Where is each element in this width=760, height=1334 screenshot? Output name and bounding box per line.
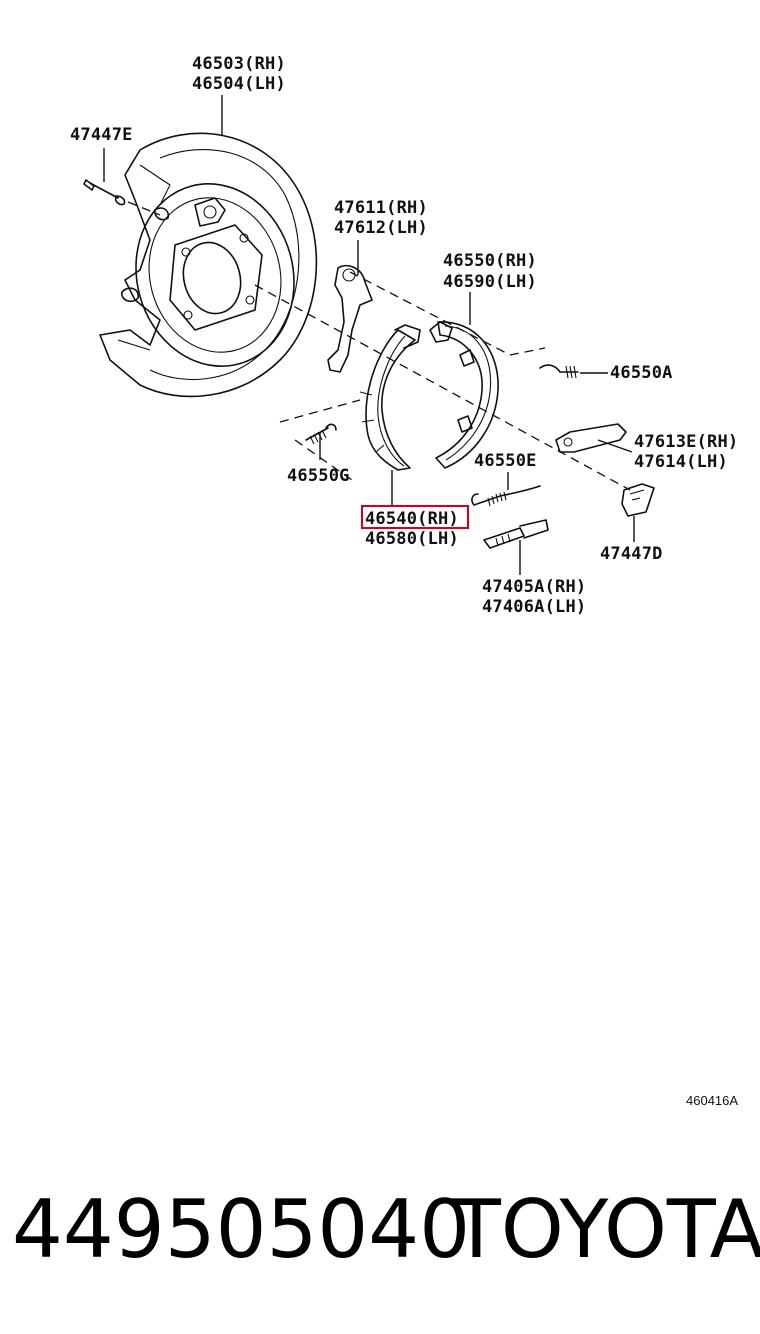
label-47447E: 47447E bbox=[70, 125, 133, 145]
spring-46550G bbox=[305, 423, 337, 445]
label-46580: 46580(LH) bbox=[365, 529, 459, 549]
label-47613E: 47613E(RH) bbox=[634, 432, 738, 452]
strut-47613E bbox=[555, 423, 627, 453]
adjuster-47405A bbox=[483, 519, 549, 549]
part-number: 449505040 bbox=[12, 1183, 471, 1276]
label-46550: 46550(RH) bbox=[443, 251, 537, 271]
highlight-box bbox=[361, 505, 469, 529]
leader-lines bbox=[103, 95, 635, 575]
bolt-47447E bbox=[83, 179, 126, 206]
spring-46550E bbox=[471, 485, 541, 507]
brand-name: TOYOTA bbox=[452, 1183, 760, 1276]
label-47614: 47614(LH) bbox=[634, 452, 728, 472]
label-46550G: 46550G bbox=[287, 466, 350, 486]
front-brake-shoe bbox=[429, 321, 499, 469]
clip-47447D bbox=[621, 483, 655, 517]
rear-brake-shoe bbox=[359, 324, 421, 471]
label-46550E: 46550E bbox=[474, 451, 537, 471]
figure-code: 460416A bbox=[686, 1093, 738, 1108]
label-47612: 47612(LH) bbox=[334, 218, 428, 238]
parking-lever bbox=[327, 264, 373, 373]
label-47611: 47611(RH) bbox=[334, 198, 428, 218]
label-47405A: 47405A(RH) bbox=[482, 577, 586, 597]
label-47447D: 47447D bbox=[600, 544, 663, 564]
label-46503: 46503(RH) bbox=[192, 54, 286, 74]
label-46504: 46504(LH) bbox=[192, 74, 286, 94]
assembly-lines bbox=[127, 201, 631, 491]
backing-plate bbox=[99, 132, 318, 398]
label-47406A: 47406A(LH) bbox=[482, 597, 586, 617]
label-46550A: 46550A bbox=[610, 363, 673, 383]
label-46540[interactable]: 46540(RH) bbox=[365, 509, 459, 529]
footer: 449505040 TOYOTA bbox=[0, 1180, 760, 1290]
label-46590: 46590(LH) bbox=[443, 272, 537, 292]
spring-46550A bbox=[539, 364, 579, 379]
